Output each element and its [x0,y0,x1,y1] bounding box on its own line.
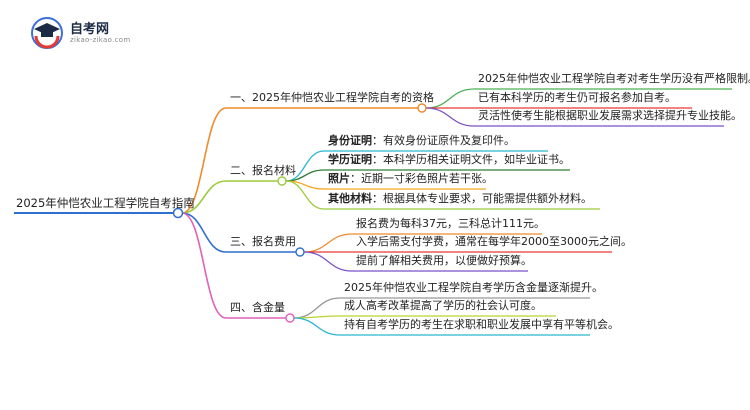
leaf-key: 其他材料 [328,192,372,205]
leaf-key: 照片 [328,172,350,185]
leaf-topic: 照片：近期一寸彩色照片若干张。 [328,172,493,186]
leaf-text: 灵活性使考生能根据职业发展需求选择提升专业技能。 [478,109,742,122]
leaf-connector [293,317,341,336]
leaf-connector [425,107,475,127]
leaf-topic: 学历证明：本科学历相关证明文件，如毕业证书。 [328,153,570,167]
branch-topic: 二、报名材料 [230,164,296,177]
leaf-topic: 成人高考改革提高了学历的社会认可度。 [344,299,542,313]
leaf-topic: 其他材料：根据具体专业要求，可能需提供额外材料。 [328,192,592,206]
leaf-connector [285,180,325,210]
leaf-text: ：本科学历相关证明文件，如毕业证书。 [372,153,570,166]
branch-node-circle[interactable] [285,313,295,323]
leaf-topic: 2025年仲恺农业工程学院自考学历含金量逐渐提升。 [344,281,603,295]
leaf-connector [303,233,353,253]
leaf-text: 报名费为每科37元，三科总计111元。 [356,217,545,230]
leaf-topic: 灵活性使考生能根据职业发展需求选择提升专业技能。 [478,109,742,123]
leaf-text: 2025年仲恺农业工程学院自考学历含金量逐渐提升。 [344,281,603,294]
branch-topic: 四、含金量 [230,301,285,314]
branch-topic: 一、2025年仲恺农业工程学院自考的资格 [230,91,434,104]
leaf-connector [293,297,341,319]
leaf-text: 入学后需支付学费，通常在每学年2000至3000元之间。 [356,235,632,248]
leaf-text: ：近期一寸彩色照片若干张。 [350,172,493,185]
leaf-key: 学历证明 [328,153,372,166]
root-node-circle[interactable] [172,207,184,219]
leaf-topic: 报名费为每科37元，三科总计111元。 [356,217,545,231]
branch-node-circle[interactable] [295,247,305,257]
branch-connector [181,180,227,214]
leaf-topic: 持有自考学历的考生在求职和职业发展中享有平等机会。 [344,318,619,332]
site-url: zikao-zikao.com [70,36,131,44]
graduation-cap-logo-icon [31,17,63,49]
root-topic: 2025年仲恺农业工程学院自考指南 [16,196,195,210]
leaf-text: ：根据具体专业要求，可能需提供额外材料。 [372,192,592,205]
branch-node-circle[interactable] [277,176,287,186]
leaf-topic: 身份证明：有效身份证原件及复印件。 [328,134,515,148]
leaf-topic: 入学后需支付学费，通常在每学年2000至3000元之间。 [356,235,632,249]
leaf-text: 持有自考学历的考生在求职和职业发展中享有平等机会。 [344,318,619,331]
leaf-text: 已有本科学历的考生仍可报名参加自考。 [478,91,676,104]
branch-topic: 三、报名费用 [230,235,296,248]
site-logo[interactable]: 自考网 zikao-zikao.com [30,16,140,50]
leaf-key: 身份证明 [328,134,372,147]
branch-connector [181,107,227,214]
leaf-topic: 已有本科学历的考生仍可报名参加自考。 [478,91,676,105]
leaf-text: 2025年仲恺农业工程学院自考对考生学历没有严格限制。 [478,72,750,85]
leaf-text: 提前了解相关费用，以便做好预算。 [356,254,532,267]
leaf-text: ：有效身份证原件及复印件。 [372,134,515,147]
leaf-topic: 2025年仲恺农业工程学院自考对考生学历没有严格限制。 [478,72,750,86]
branch-node-circle[interactable] [417,103,427,113]
leaf-connector [303,251,353,272]
branch-connector [181,212,227,319]
branch-connector [181,212,227,253]
leaf-topic: 提前了解相关费用，以便做好预算。 [356,254,532,268]
site-name: 自考网 [70,22,110,37]
leaf-text: 成人高考改革提高了学历的社会认可度。 [344,299,542,312]
